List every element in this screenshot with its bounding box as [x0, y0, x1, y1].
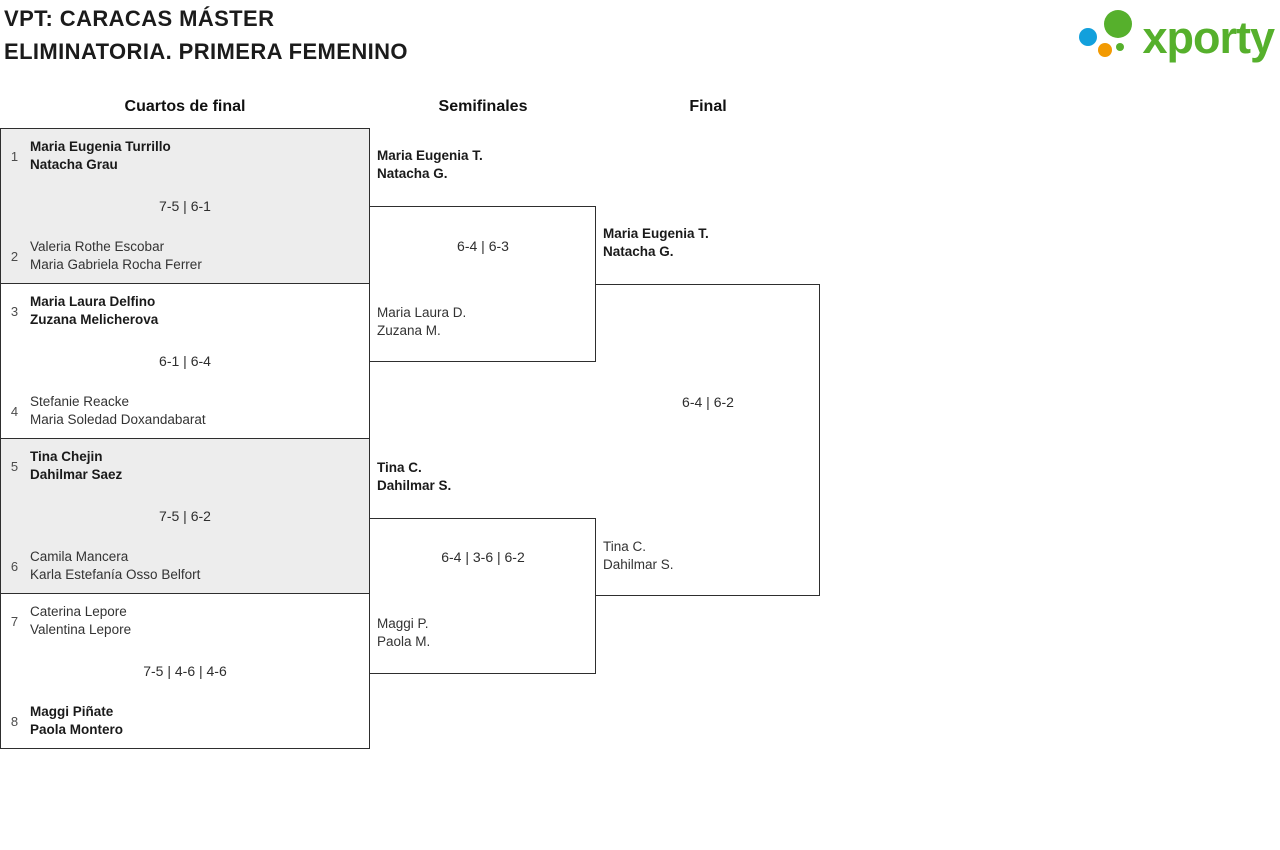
- player-name: Tina C.: [603, 539, 647, 554]
- team-names: Valeria Rothe Escobar Maria Gabriela Roc…: [30, 238, 202, 274]
- match-quarterfinal-4: 7 Caterina Lepore Valentina Lepore 7-5 |…: [0, 593, 370, 749]
- player-name: Tina Chejin: [30, 449, 103, 464]
- match-semifinal-2: [370, 518, 596, 674]
- player-name: Maria Eugenia T.: [603, 226, 709, 241]
- match-score: 6-4 | 6-3: [457, 238, 509, 254]
- player-name: Natacha Grau: [30, 157, 118, 172]
- match-quarterfinal-1: 1 Maria Eugenia Turrillo Natacha Grau 7-…: [0, 128, 370, 284]
- team-entry: 7 Caterina Lepore Valentina Lepore: [8, 603, 131, 639]
- team-names: Maria Laura D. Zuzana M.: [377, 304, 466, 340]
- team-entry: 3 Maria Laura Delfino Zuzana Melicherova: [8, 293, 158, 329]
- team-entry: 6 Camila Mancera Karla Estefanía Osso Be…: [8, 548, 200, 584]
- team-names: Caterina Lepore Valentina Lepore: [30, 603, 131, 639]
- team-names: Tina C. Dahilmar S.: [603, 538, 674, 574]
- team-entry: 8 Maggi Piñate Paola Montero: [8, 703, 123, 739]
- team-names: Maria Eugenia T. Natacha G.: [603, 225, 709, 261]
- team-names: Stefanie Reacke Maria Soledad Doxandabar…: [30, 393, 206, 429]
- match-quarterfinal-2: 3 Maria Laura Delfino Zuzana Melicherova…: [0, 283, 370, 439]
- player-name: Zuzana Melicherova: [30, 312, 159, 327]
- xporty-logo[interactable]: xporty: [1078, 4, 1275, 72]
- team-names: Maggi Piñate Paola Montero: [30, 703, 123, 739]
- player-name: Paola Montero: [30, 722, 124, 737]
- player-name: Paola M.: [377, 634, 431, 649]
- player-name: Maggi Piñate: [30, 704, 114, 719]
- player-name: Maria Laura Delfino: [30, 294, 156, 309]
- player-name: Maria Gabriela Rocha Ferrer: [30, 257, 202, 272]
- match-score: 6-1 | 6-4: [159, 353, 211, 369]
- team-entry: 2 Valeria Rothe Escobar Maria Gabriela R…: [8, 238, 202, 274]
- seed-number: 8: [10, 713, 19, 729]
- player-name: Dahilmar Saez: [30, 467, 123, 482]
- team-names: Maria Laura Delfino Zuzana Melicherova: [30, 293, 158, 329]
- player-name: Maggi P.: [377, 616, 429, 631]
- team-names: Camila Mancera Karla Estefanía Osso Belf…: [30, 548, 200, 584]
- match-score: 7-5 | 6-1: [159, 198, 211, 214]
- team-names: Tina C. Dahilmar S.: [377, 459, 451, 495]
- seed-number: 1: [10, 148, 19, 164]
- match-quarterfinal-3: 5 Tina Chejin Dahilmar Saez 7-5 | 6-2 6 …: [0, 438, 370, 594]
- player-name: Natacha G.: [377, 166, 448, 181]
- tournament-name: VPT: CARACAS MÁSTER: [4, 6, 275, 31]
- seed-number: 3: [10, 303, 19, 319]
- match-score: 7-5 | 4-6 | 4-6: [143, 663, 227, 679]
- player-name: Dahilmar S.: [377, 478, 452, 493]
- match-score: 6-4 | 3-6 | 6-2: [441, 549, 525, 565]
- logo-dot-orange: [1098, 43, 1113, 57]
- xporty-logo-text: xporty: [1142, 12, 1275, 63]
- player-name: Valeria Rothe Escobar: [30, 239, 165, 254]
- seed-number: 5: [10, 458, 19, 474]
- team-names: Tina Chejin Dahilmar Saez: [30, 448, 122, 484]
- logo-dot-blue: [1079, 28, 1098, 46]
- match-semifinal-1: [370, 206, 596, 362]
- logo-dot-small-green: [1116, 43, 1125, 51]
- player-name: Dahilmar S.: [603, 557, 674, 572]
- team-entry: 5 Tina Chejin Dahilmar Saez: [8, 448, 122, 484]
- player-name: Natacha G.: [603, 244, 674, 259]
- team-names: Maria Eugenia T. Natacha G.: [377, 147, 483, 183]
- team-names: Maria Eugenia Turrillo Natacha Grau: [30, 138, 171, 174]
- bracket-subtitle: ELIMINATORIA. PRIMERA FEMENINO: [4, 39, 408, 64]
- round-label-semifinals: Semifinales: [438, 98, 528, 115]
- player-name: Zuzana M.: [377, 323, 441, 338]
- player-name: Stefanie Reacke: [30, 394, 130, 409]
- team-names: Maggi P. Paola M.: [377, 615, 430, 651]
- player-name: Maria Eugenia Turrillo: [30, 139, 171, 154]
- player-name: Valentina Lepore: [30, 622, 132, 637]
- logo-dot-large-green: [1104, 10, 1133, 38]
- player-name: Maria Eugenia T.: [377, 148, 483, 163]
- page-title: VPT: CARACAS MÁSTER ELIMINATORIA. PRIMER…: [4, 2, 408, 68]
- match-final: [596, 284, 820, 596]
- xporty-logo-mark: [1079, 10, 1133, 57]
- seed-number: 7: [10, 613, 19, 629]
- player-name: Caterina Lepore: [30, 604, 127, 619]
- round-label-quarterfinals: Cuartos de final: [124, 98, 246, 115]
- player-name: Maria Soledad Doxandabarat: [30, 412, 206, 427]
- seed-number: 6: [10, 558, 19, 574]
- round-label-final: Final: [689, 98, 727, 115]
- player-name: Camila Mancera: [30, 549, 129, 564]
- player-name: Karla Estefanía Osso Belfort: [30, 567, 201, 582]
- player-name: Maria Laura D.: [377, 305, 467, 320]
- seed-number: 2: [10, 248, 19, 264]
- seed-number: 4: [10, 403, 19, 419]
- match-score: 7-5 | 6-2: [159, 508, 211, 524]
- match-score: 6-4 | 6-2: [682, 394, 734, 410]
- team-entry: 1 Maria Eugenia Turrillo Natacha Grau: [8, 138, 171, 174]
- team-entry: 4 Stefanie Reacke Maria Soledad Doxandab…: [8, 393, 206, 429]
- player-name: Tina C.: [377, 460, 422, 475]
